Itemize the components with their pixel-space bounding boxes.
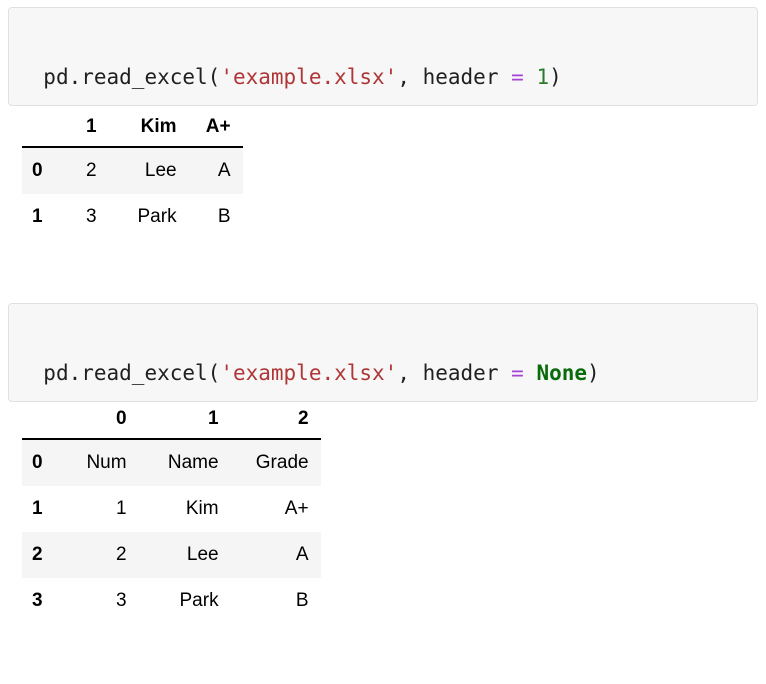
table-cell: Lee <box>144 160 177 181</box>
code-token-plain: pd.read_excel( <box>43 361 221 385</box>
code-cell-1[interactable]: pd.read_excel('example.xlsx', header = 1… <box>8 7 758 106</box>
table-cell: 2 <box>86 160 97 181</box>
column-header: 1 <box>54 113 109 147</box>
table-cell: Park <box>179 590 219 611</box>
code-token-number: 1 <box>536 65 550 89</box>
column-header: 2 <box>230 405 321 439</box>
dataframe-body: 0 2 Lee A 1 3 Park B <box>22 147 243 240</box>
header-row: 1 Kim A+ <box>22 113 243 147</box>
row-index: 2 <box>32 544 43 565</box>
table-row: 2 2 Lee A <box>22 532 321 578</box>
code-token-plain: , header <box>397 361 512 385</box>
header-row: 0 1 2 <box>22 405 321 439</box>
code-token-plain: pd.read_excel( <box>43 65 221 89</box>
table-cell: 2 <box>116 544 127 565</box>
row-index: 0 <box>32 452 43 473</box>
dataframe-header: 0 1 2 <box>22 405 321 439</box>
index-header <box>22 405 55 439</box>
code-token-plain: ) <box>549 65 562 89</box>
table-cell: A <box>217 160 231 181</box>
code-token-constant: None <box>536 361 588 385</box>
index-header <box>22 113 55 147</box>
column-header: Kim <box>108 113 189 147</box>
dataframe-output-2: 0 1 2 0 Num Name Grade 1 1 Kim A+ 2 2 Le… <box>22 405 321 624</box>
table-row: 3 3 Park B <box>22 578 321 624</box>
table-cell: B <box>217 206 231 227</box>
dataframe-header: 1 Kim A+ <box>22 113 243 147</box>
code-token-plain: , header <box>397 65 512 89</box>
table-cell: Grade <box>255 452 309 473</box>
table-row: 0 2 Lee A <box>22 147 243 194</box>
column-header: A+ <box>188 113 243 147</box>
column-header: 0 <box>54 405 139 439</box>
row-index: 0 <box>32 160 43 181</box>
table-cell: Park <box>137 206 177 227</box>
dataframe-output-1: 1 Kim A+ 0 2 Lee A 1 3 Park B <box>22 113 243 240</box>
table-cell: Num <box>86 452 127 473</box>
dataframe-body: 0 Num Name Grade 1 1 Kim A+ 2 2 Lee A 3 … <box>22 439 321 624</box>
table-row: 1 3 Park B <box>22 194 243 240</box>
code-cell-2[interactable]: pd.read_excel('example.xlsx', header = N… <box>8 303 758 402</box>
code-token-plain: ) <box>587 361 600 385</box>
table-cell: Lee <box>186 544 219 565</box>
table-row: 1 1 Kim A+ <box>22 486 321 532</box>
table-cell: Name <box>167 452 219 473</box>
row-index: 1 <box>32 498 43 519</box>
table-cell: A+ <box>284 498 309 519</box>
table-cell: 3 <box>116 590 127 611</box>
code-token-space <box>524 65 537 89</box>
code-token-operator: = <box>511 361 524 385</box>
code-token-space <box>524 361 537 385</box>
table-cell: B <box>295 590 309 611</box>
table-cell: 1 <box>116 498 127 519</box>
code-token-string: 'example.xlsx' <box>220 65 398 89</box>
column-header: 1 <box>138 405 231 439</box>
code-token-operator: = <box>511 65 524 89</box>
table-cell: Kim <box>185 498 219 519</box>
table-cell: A <box>295 544 309 565</box>
table-row: 0 Num Name Grade <box>22 439 321 486</box>
code-token-string: 'example.xlsx' <box>220 361 398 385</box>
row-index: 1 <box>32 206 43 227</box>
table-cell: 3 <box>86 206 97 227</box>
row-index: 3 <box>32 590 43 611</box>
